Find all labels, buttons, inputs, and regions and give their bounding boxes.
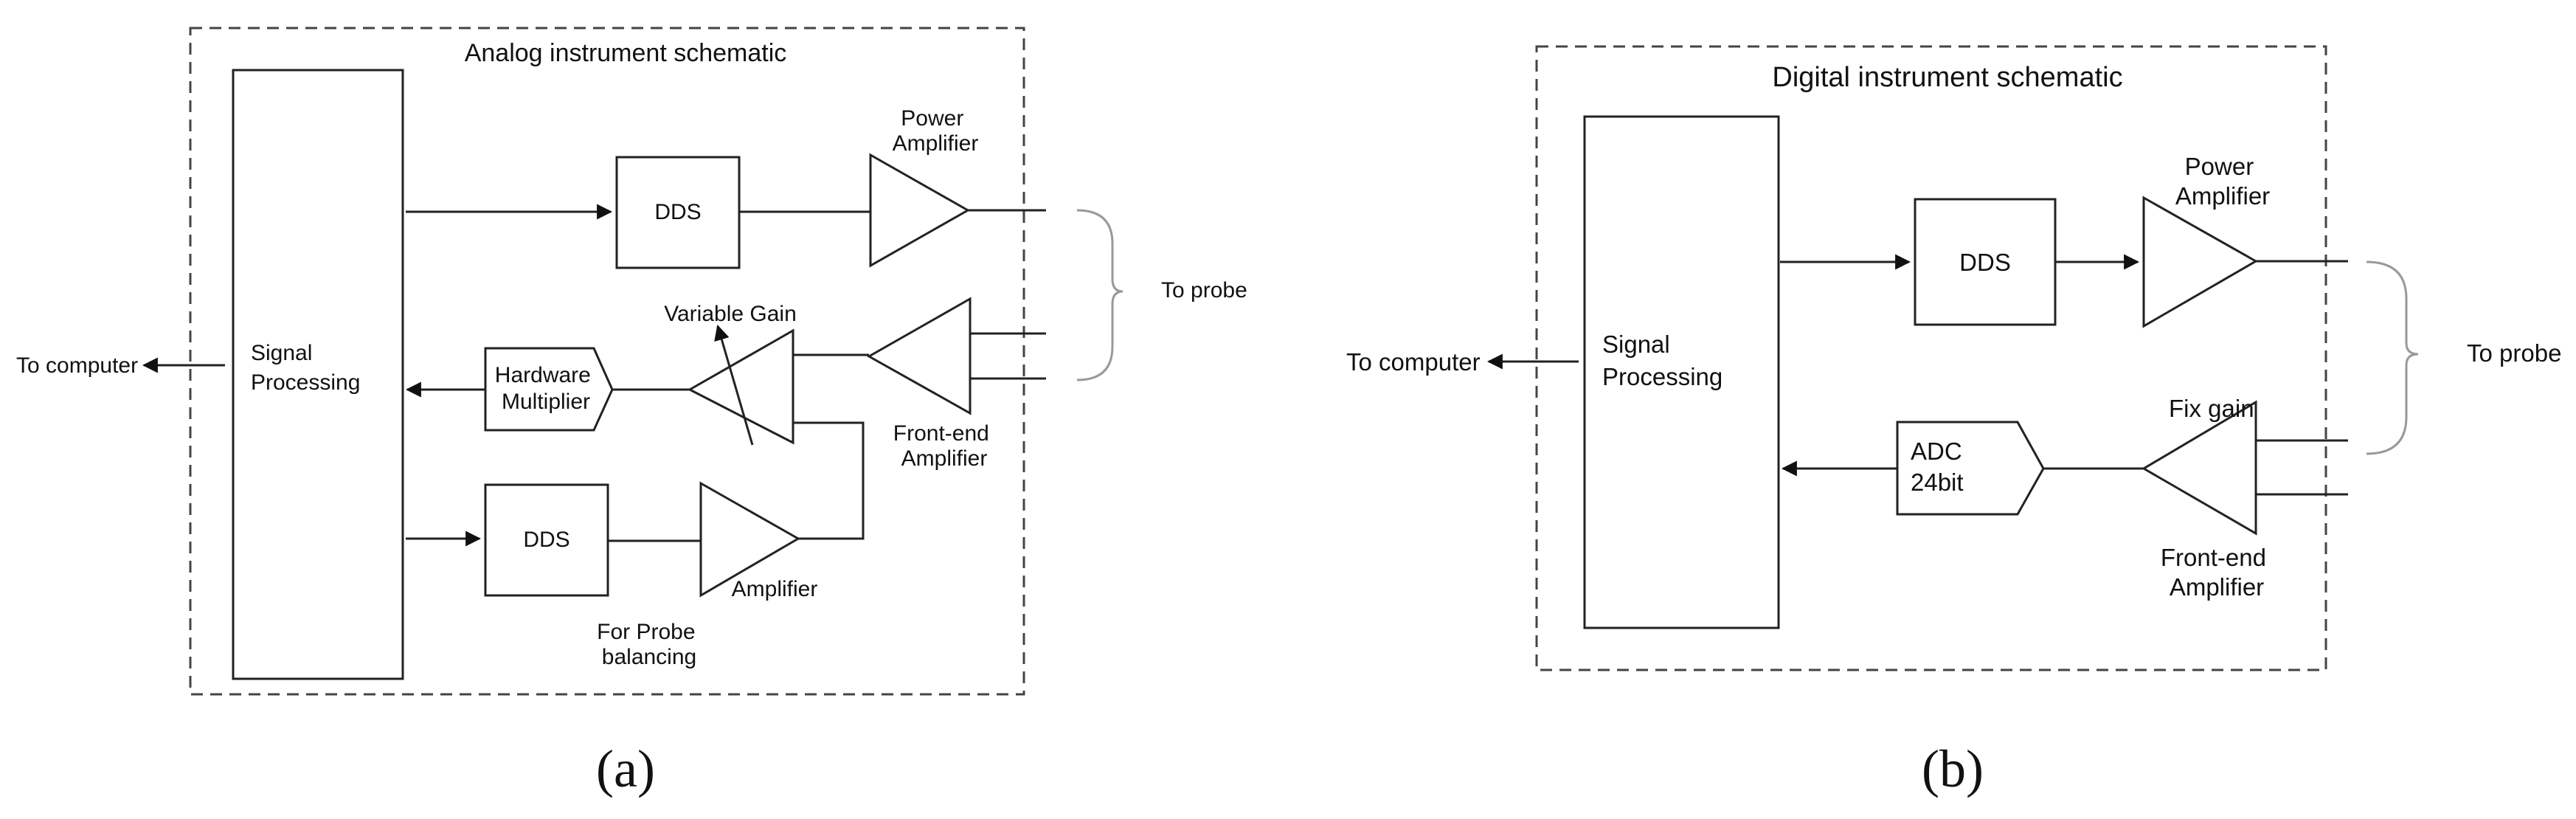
- dds-label-b: DDS: [1959, 249, 2011, 276]
- panel-a: Analog instrument schematic Signal Proce…: [16, 27, 1247, 798]
- to-probe-label-a: To probe: [1161, 278, 1247, 303]
- front-end-amplifier-triangle-b: [2142, 400, 2257, 536]
- adc-label: ADC 24bit: [1911, 438, 1969, 496]
- signal-processing-block-b: [1583, 115, 1780, 629]
- amplifier-triangle: [699, 481, 801, 598]
- panel-b-frame: [1535, 45, 2327, 671]
- dds-top-label: DDS: [654, 200, 701, 224]
- to-computer-label-b: To computer: [1346, 348, 1481, 376]
- power-amplifier-triangle-b: [2142, 196, 2259, 328]
- dds-bottom-label: DDS: [523, 528, 569, 552]
- amplifier-label: Amplifier: [732, 577, 818, 601]
- panel-a-frame: [189, 27, 1025, 696]
- variable-gain-arrow: [714, 324, 754, 446]
- panel-a-caption: (a): [596, 739, 655, 798]
- power-amplifier-label-a: Power Amplifier: [893, 106, 979, 156]
- power-amplifier-triangle-a: [869, 153, 971, 268]
- amplifier-to-variable-gain-wire: [793, 421, 865, 540]
- front-end-amplifier-label-b: Front-end Amplifier: [2161, 544, 2273, 601]
- to-probe-bracket-b: [2366, 260, 2419, 455]
- dds-block-b: [1914, 198, 2057, 326]
- panel-a-title: Analog instrument schematic: [465, 39, 787, 67]
- to-probe-bracket-a: [1076, 209, 1123, 381]
- power-amplifier-label-b: Power Amplifier: [2175, 153, 2270, 210]
- signal-processing-label-a: Signal Processing: [251, 341, 360, 395]
- panel-b: Digital instrument schematic Signal Proc…: [1346, 45, 2561, 798]
- dds-top-block: [615, 156, 741, 269]
- adc-block: [1896, 421, 2045, 516]
- front-end-amplifier-triangle-a: [866, 297, 972, 415]
- fix-gain-label: Fix gain: [2169, 395, 2254, 422]
- to-computer-label-a: To computer: [16, 353, 138, 378]
- hardware-multiplier-label: Hardware Multiplier: [495, 363, 597, 414]
- dds-bottom-block: [484, 483, 609, 597]
- front-end-amplifier-label-a: Front-end Amplifier: [893, 421, 995, 471]
- to-probe-label-b: To probe: [2467, 339, 2561, 367]
- variable-gain-label: Variable Gain: [664, 302, 797, 326]
- signal-processing-block-a: [232, 69, 404, 680]
- panel-b-caption: (b): [1922, 739, 1984, 798]
- panel-b-title: Digital instrument schematic: [1772, 62, 2122, 93]
- for-probe-balancing-label: For Probe balancing: [597, 620, 702, 669]
- hardware-multiplier-block: [484, 347, 614, 432]
- variable-gain-amplifier-triangle: [687, 328, 794, 445]
- signal-processing-label-b: Signal Processing: [1602, 331, 1722, 390]
